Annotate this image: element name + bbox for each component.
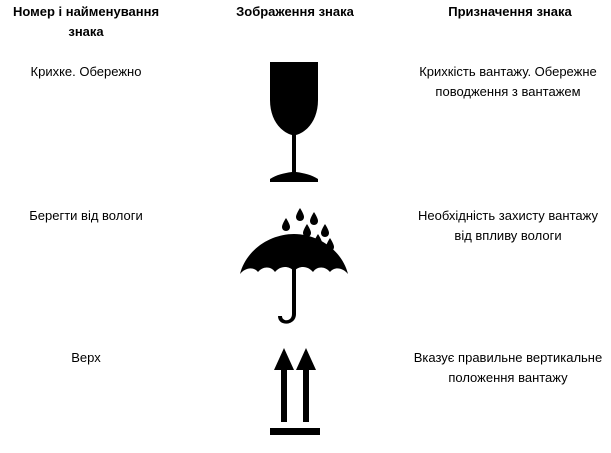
sign-purpose: Необхідність захисту вантажу від впливу … (418, 208, 598, 243)
sign-purpose: Крихкість вантажу. Обережне поводження з… (419, 64, 597, 99)
header-name: Номер і найменування знака (12, 4, 160, 39)
table-row: Крихке. Обережно Крихкість вантажу. Обер… (0, 62, 611, 192)
table-row: Верх Вказує правильне вертикальне положе… (0, 348, 611, 448)
sign-image (230, 62, 360, 192)
sign-image (230, 206, 360, 330)
sign-image (230, 348, 360, 440)
header-purpose: Призначення знака (448, 4, 572, 19)
header-image: Зображення знака (236, 4, 354, 19)
umbrella-rain-icon (240, 208, 348, 324)
sign-name: Берегти від вологи (29, 208, 143, 223)
sign-name: Верх (71, 350, 101, 365)
fragile-glass-icon (270, 62, 318, 182)
sign-name: Крихке. Обережно (30, 64, 142, 79)
this-way-up-arrows-icon (270, 348, 320, 435)
table-row: Берегти від вологи Необхідність захисту … (0, 206, 611, 336)
sign-purpose: Вказує правильне вертикальне положення в… (413, 350, 603, 385)
